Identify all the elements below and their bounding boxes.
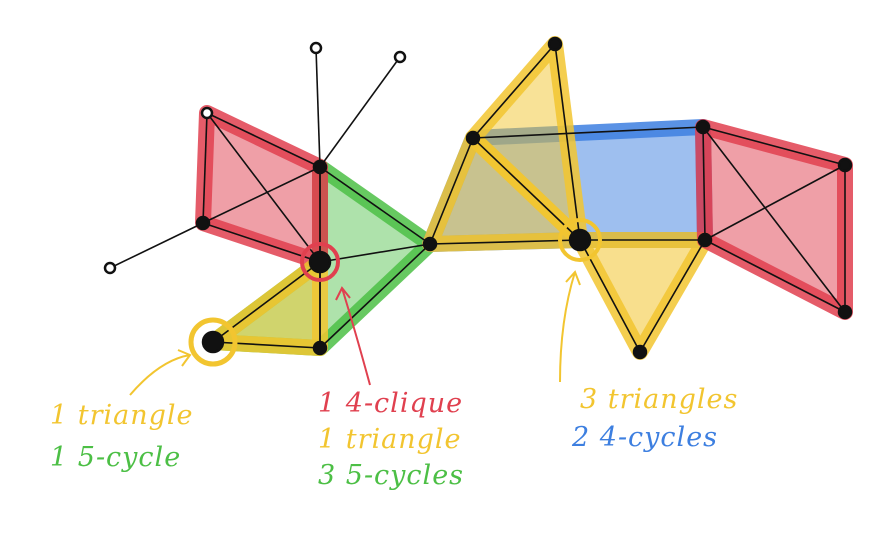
edge bbox=[472, 43, 556, 139]
highlight-ring-red bbox=[300, 242, 340, 282]
edge bbox=[702, 126, 846, 166]
edge bbox=[472, 126, 704, 139]
yellow-triangle-bottom bbox=[572, 232, 713, 360]
graph-node bbox=[697, 232, 713, 248]
edge bbox=[202, 222, 321, 263]
edge bbox=[206, 112, 321, 168]
edge bbox=[206, 112, 321, 263]
graph-node bbox=[200, 106, 214, 120]
edge bbox=[639, 239, 706, 353]
edge bbox=[319, 56, 401, 168]
graph-node bbox=[547, 36, 563, 52]
graph-node bbox=[195, 215, 211, 231]
edge bbox=[319, 243, 431, 349]
edge bbox=[704, 239, 846, 313]
edge bbox=[429, 137, 474, 245]
edge bbox=[319, 166, 431, 245]
graph-node bbox=[393, 50, 407, 64]
graph-node bbox=[632, 344, 648, 360]
arrow-left bbox=[129, 349, 192, 396]
edge bbox=[704, 164, 846, 241]
edge bbox=[554, 43, 581, 241]
arrow-right bbox=[559, 270, 581, 383]
graph-node bbox=[837, 304, 853, 320]
edge bbox=[315, 47, 321, 168]
graph-node bbox=[201, 330, 225, 354]
edge bbox=[429, 239, 581, 245]
label-middle-5cycles: 3 5-cycles bbox=[318, 460, 465, 491]
graph-node bbox=[312, 159, 328, 175]
arrow-middle bbox=[335, 286, 371, 386]
label-middle-4clique: 1 4-clique bbox=[318, 388, 464, 419]
graph-node bbox=[308, 250, 332, 274]
label-left-triangle: 1 triangle bbox=[50, 400, 194, 431]
highlight-ring-yellow-left bbox=[188, 317, 238, 367]
edge bbox=[202, 166, 321, 224]
graph-node bbox=[309, 41, 323, 55]
label-left-5cycle: 1 5-cycle bbox=[50, 442, 182, 473]
graph-node bbox=[312, 340, 328, 356]
label-right-triangles: 3 triangles bbox=[580, 384, 739, 415]
label-middle-triangle: 1 triangle bbox=[318, 424, 462, 455]
edge bbox=[212, 341, 321, 349]
graph-node bbox=[465, 130, 481, 146]
edge bbox=[109, 222, 204, 269]
edge bbox=[702, 126, 846, 313]
edge bbox=[202, 112, 208, 224]
graph-node bbox=[422, 236, 438, 252]
graph-node bbox=[103, 261, 117, 275]
edge bbox=[702, 126, 706, 241]
highlight-ring-yellow-right bbox=[558, 218, 602, 262]
graph-node bbox=[568, 228, 592, 252]
graph-node bbox=[695, 119, 711, 135]
label-right-4cycles: 2 4-cycles bbox=[572, 422, 719, 453]
edge bbox=[472, 137, 581, 241]
graph-node bbox=[837, 157, 853, 173]
